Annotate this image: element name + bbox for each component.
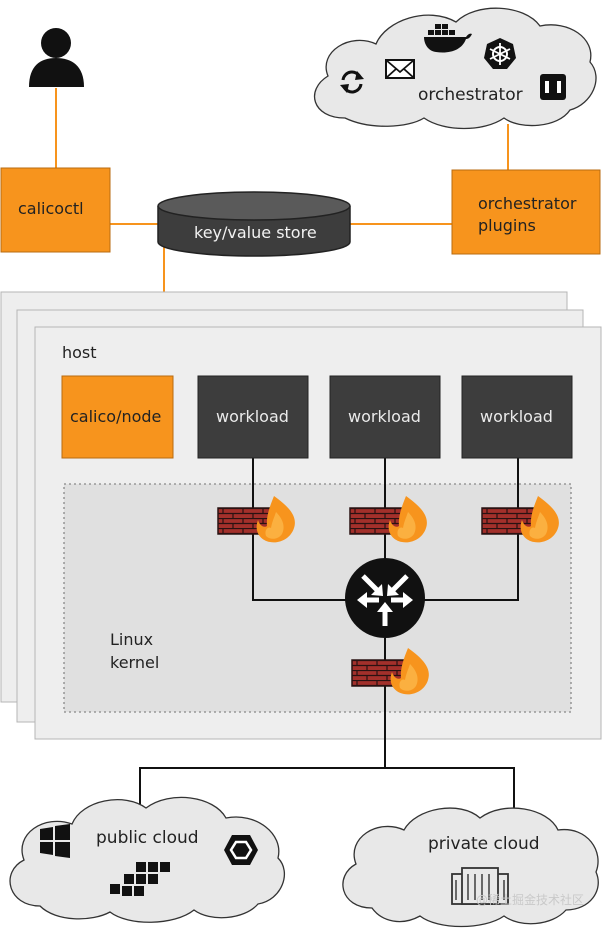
calico-node-label: calico/node: [70, 407, 161, 426]
refresh-arrows-icon: [340, 70, 364, 94]
kubernetes-helm-icon: [484, 38, 516, 69]
workload-label: workload: [348, 407, 421, 426]
orchestrator-plugins-line1: orchestrator: [478, 194, 577, 213]
watermark-text: @稀土掘金技术社区: [475, 893, 584, 907]
workload-box: workload: [197, 375, 309, 459]
kernel-label-line2: kernel: [110, 653, 159, 672]
key-value-store: key/value store: [157, 191, 351, 257]
connectors-black: [139, 458, 519, 812]
public-cloud: public cloud: [9, 796, 286, 923]
docker-whale-icon: [424, 24, 472, 53]
host-label: host: [62, 343, 97, 362]
orchestrator-plugins-box: orchestrator plugins: [451, 169, 601, 255]
workload-box: workload: [461, 375, 573, 459]
user-silhouette-icon: [29, 28, 84, 87]
calico-node-box: calico/node: [61, 375, 174, 459]
server-rack-icon: [451, 867, 509, 905]
workload-box: workload: [329, 375, 441, 459]
orchestrator-cloud: orchestrator: [313, 7, 597, 130]
aws-cubes-icon: [110, 862, 170, 896]
workload-label: workload: [480, 407, 553, 426]
calicoctl-box: calicoctl: [0, 167, 111, 253]
public-cloud-label: public cloud: [96, 828, 199, 848]
windows-icon: [40, 824, 70, 858]
openshift-square-icon: [540, 74, 566, 100]
key-value-store-label: key/value store: [194, 223, 317, 242]
orchestrator-label: orchestrator: [418, 85, 523, 105]
private-cloud: private cloud: [342, 807, 599, 928]
private-cloud-label: private cloud: [428, 834, 540, 854]
gcp-hexagon-icon: [224, 835, 258, 865]
workload-label: workload: [216, 407, 289, 426]
envelope-icon: [385, 59, 415, 79]
calicoctl-label: calicoctl: [18, 199, 84, 218]
orchestrator-plugins-line2: plugins: [478, 216, 536, 235]
kernel-label-line1: Linux: [110, 630, 153, 649]
router-arrows-icon: [345, 558, 425, 638]
